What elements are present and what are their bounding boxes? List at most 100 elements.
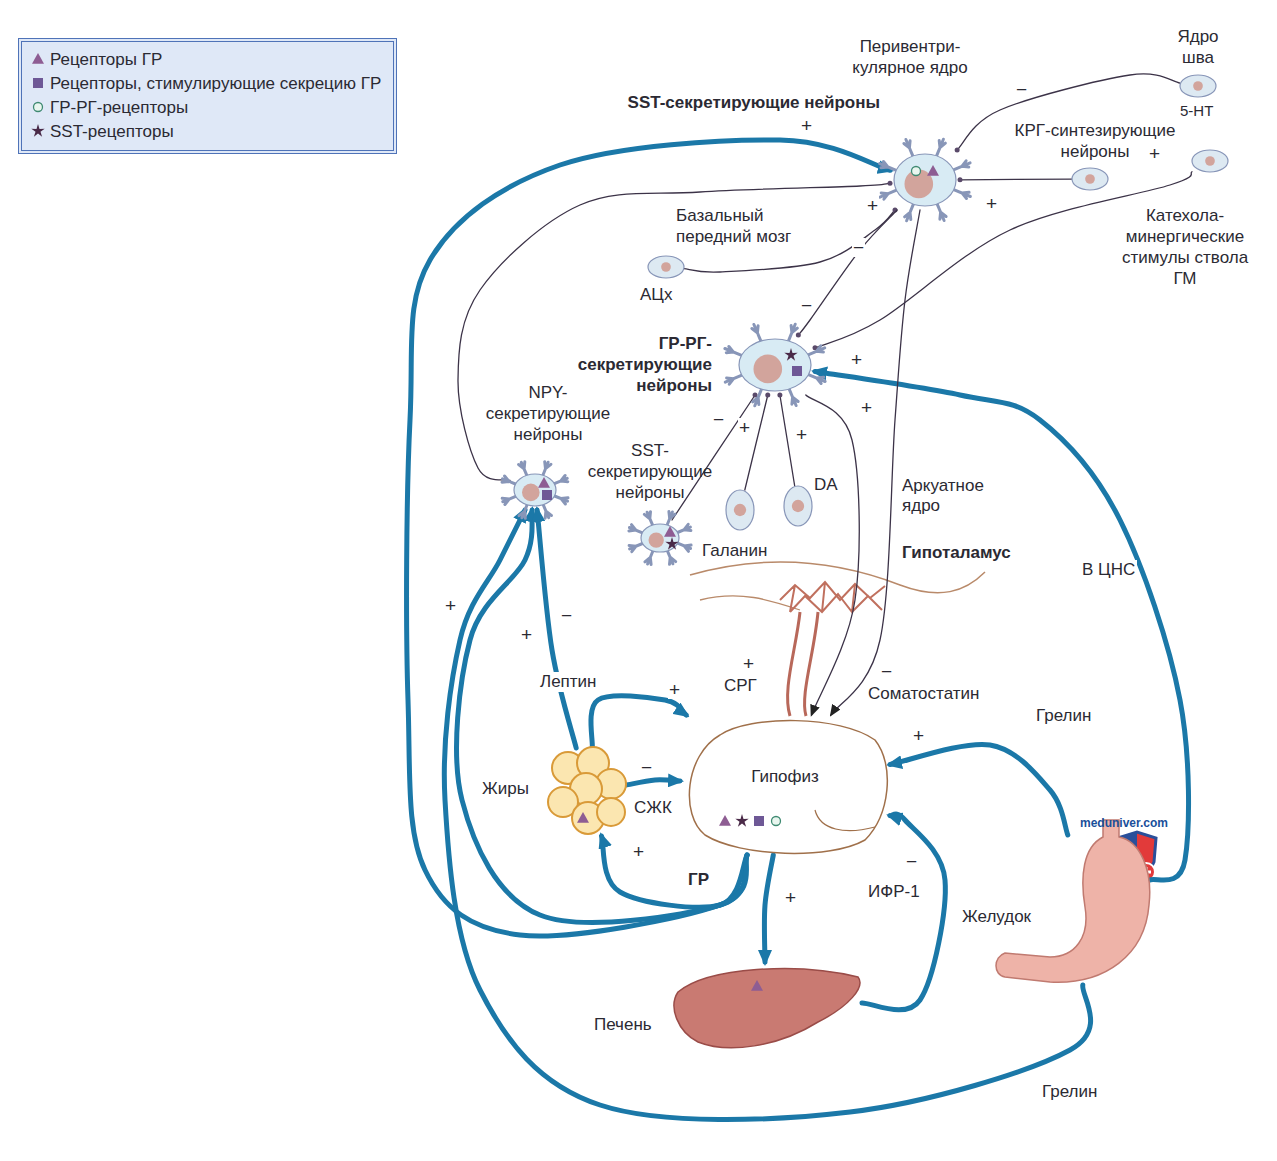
liver-outline bbox=[674, 969, 860, 1048]
nucleus bbox=[754, 355, 783, 384]
dendrite bbox=[880, 139, 971, 221]
cell-body bbox=[739, 339, 811, 391]
legend-row: Рецепторы, стимулирующие секрецию ГР bbox=[30, 72, 381, 96]
node-drop: Галанин bbox=[726, 490, 754, 530]
dendrite bbox=[629, 512, 691, 565]
liver-shape bbox=[608, 902, 922, 1114]
signal-arrow bbox=[602, 836, 748, 907]
legend-row: Рецепторы ГР bbox=[30, 48, 381, 72]
fat-cell bbox=[597, 798, 625, 826]
cell-body bbox=[648, 256, 684, 278]
sign-label: + bbox=[668, 680, 681, 699]
node-pit: Гипофиз bbox=[680, 715, 890, 855]
cell-body bbox=[1192, 150, 1228, 172]
sign-label: + bbox=[1148, 144, 1161, 163]
ghrh-receptor bbox=[772, 817, 781, 826]
sst-receptor bbox=[31, 124, 44, 137]
hypothalamus-outline bbox=[690, 562, 985, 593]
signal-arrow bbox=[407, 140, 890, 936]
edge-label: Грелин bbox=[1034, 706, 1093, 726]
sign-label: + bbox=[850, 350, 863, 369]
sign-label: + bbox=[985, 194, 998, 213]
ghs-receptor bbox=[542, 490, 552, 500]
node-title: Катехола- минергические стимулы ствола Г… bbox=[1120, 205, 1250, 289]
synapse-dot bbox=[888, 181, 893, 186]
node-title: DA bbox=[814, 474, 854, 495]
signal-arrow bbox=[862, 814, 945, 1010]
synapse-dot bbox=[765, 393, 770, 398]
stomach-outline bbox=[996, 820, 1150, 982]
legend-symbol bbox=[30, 99, 46, 115]
edge-label: Грелин bbox=[1040, 1082, 1099, 1102]
sign-label: + bbox=[444, 596, 457, 615]
node-subtitle: Перивентри- кулярное ядро bbox=[850, 36, 970, 78]
signal-arrow bbox=[591, 696, 686, 748]
signal-arrow bbox=[537, 510, 576, 748]
ghs-receptor bbox=[33, 78, 43, 88]
axon-line bbox=[806, 395, 859, 715]
node-fat: Жиры bbox=[548, 748, 626, 836]
legend-symbol bbox=[30, 123, 46, 139]
sign-label: + bbox=[800, 116, 813, 135]
sign-label: − bbox=[852, 238, 865, 257]
edge-label: ИФР-1 bbox=[866, 882, 922, 902]
legend-row: ГР-РГ-рецепторы bbox=[30, 96, 381, 120]
portal-vessels bbox=[780, 582, 885, 612]
sign-label: − bbox=[560, 606, 573, 625]
node-title: SST- секретирующие нейроны bbox=[575, 440, 725, 503]
pituitary-lobe bbox=[815, 810, 875, 831]
synapse-dot bbox=[955, 148, 960, 153]
nucleus bbox=[661, 262, 671, 272]
gh-receptor bbox=[927, 165, 939, 176]
legend-row: SST-рецепторы bbox=[30, 120, 381, 144]
node-drop: Катехола- минергические стимулы ствола Г… bbox=[1192, 150, 1228, 172]
sign-label: − bbox=[905, 852, 918, 871]
drop-shape bbox=[724, 426, 872, 586]
sign-label: − bbox=[712, 410, 725, 429]
ghrh-receptor bbox=[34, 103, 43, 112]
cell-body bbox=[726, 490, 754, 530]
signal-arrow bbox=[890, 744, 1068, 835]
node-title: Желудок bbox=[962, 906, 1042, 927]
edge-label: Соматостатин bbox=[866, 684, 981, 704]
legend-text: Рецепторы, стимулирующие секрецию ГР bbox=[50, 74, 381, 93]
sign-label: + bbox=[860, 398, 873, 417]
cell-body bbox=[1180, 75, 1216, 97]
dendrite bbox=[502, 462, 568, 519]
cell-body bbox=[641, 524, 679, 552]
legend-text: ГР-РГ-рецепторы bbox=[50, 98, 188, 117]
node-title: Базальный передний мозг bbox=[676, 205, 836, 247]
edge-label: СРГ bbox=[722, 676, 759, 696]
sign-label: + bbox=[912, 726, 925, 745]
sign-label: + bbox=[520, 625, 533, 644]
node-title: Галанин bbox=[702, 540, 782, 561]
legend-text: SST-рецепторы bbox=[50, 122, 174, 141]
synapse-dot bbox=[958, 177, 963, 182]
sign-label: − bbox=[640, 758, 653, 777]
node-title: Печень bbox=[594, 1014, 666, 1035]
node-drop: Ядро шва5-HT bbox=[1180, 75, 1216, 97]
sign-label: + bbox=[795, 425, 808, 444]
node-title: Гипофиз bbox=[735, 766, 835, 787]
node-subtitle: АЦх bbox=[640, 284, 690, 305]
legend-symbol bbox=[30, 51, 46, 67]
gh-receptor bbox=[538, 477, 550, 488]
area-label: Аркуатное ядро bbox=[900, 476, 1014, 516]
node-drop: DA bbox=[784, 486, 812, 526]
axon-line bbox=[960, 178, 1072, 180]
node-title: Ядро шва bbox=[1168, 26, 1228, 68]
hypothalamus-outline bbox=[700, 596, 800, 610]
axon-line bbox=[745, 395, 768, 490]
node-drop: Базальный передний мозгАЦх bbox=[648, 256, 684, 278]
nucleus bbox=[792, 500, 804, 512]
sst-receptor bbox=[784, 348, 797, 361]
pituitary-stalk bbox=[788, 612, 818, 716]
edge-label: ГР bbox=[686, 870, 711, 890]
nucleus bbox=[522, 484, 540, 502]
legend-symbol bbox=[30, 75, 46, 91]
node-neuron: SST-секретирующие нейроныПеривентри- кул… bbox=[890, 150, 960, 210]
cell-body bbox=[894, 154, 956, 206]
sign-label: − bbox=[880, 662, 893, 681]
edge-label: В ЦНС bbox=[1080, 560, 1137, 580]
